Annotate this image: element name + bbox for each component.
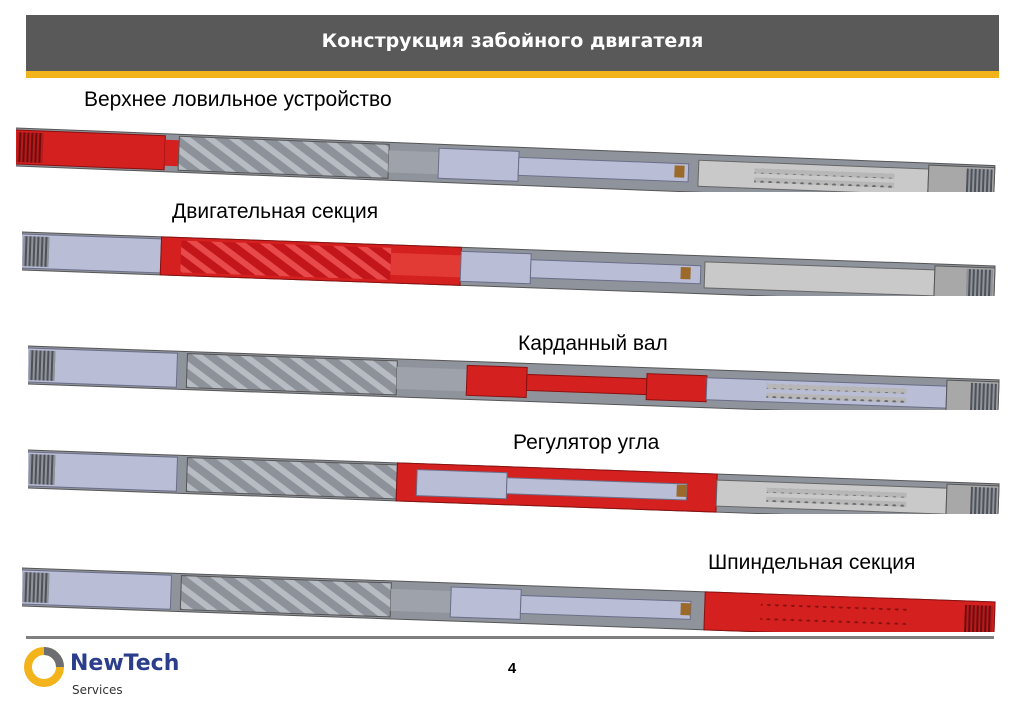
header-accent-bar: [26, 71, 999, 78]
motor-diagram-spindle-section: [22, 567, 996, 632]
header-banner: Конструкция забойного двигателя: [26, 15, 999, 71]
motor-diagram-cardan-shaft: [28, 345, 1000, 410]
page-number: 4: [507, 660, 517, 677]
company-logo: NewTech Services: [22, 645, 202, 705]
label-upper-catcher: Верхнее ловильное устройство: [84, 88, 392, 111]
page-title: Конструкция забойного двигателя: [321, 30, 704, 52]
footer-divider: [26, 636, 994, 639]
label-spindle-section: Шпиндельная секция: [708, 551, 916, 574]
motor-diagram-power-section: [22, 231, 996, 296]
label-angle-regulator: Регулятор угла: [513, 431, 660, 454]
logo-subtitle: Services: [72, 683, 123, 697]
motor-diagram-upper-catcher: [16, 127, 996, 192]
label-power-section: Двигательная секция: [172, 200, 379, 223]
logo-ring-icon: [24, 647, 64, 687]
logo-name: NewTech: [70, 651, 180, 676]
label-cardan-shaft: Карданный вал: [518, 332, 668, 355]
motor-diagram-angle-regulator: [28, 449, 1000, 514]
